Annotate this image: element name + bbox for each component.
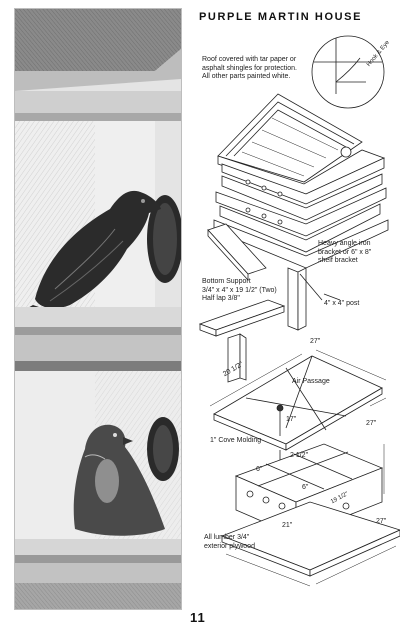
dim-27-top: 27" [310,338,321,345]
dim-6-b: 6" [302,484,309,491]
cove-molding-label: 1" Cove Molding [210,437,262,444]
roof-note: Roof covered with tar paper or asphalt s… [202,56,297,80]
purple-martin-illustration [14,8,182,610]
page-number: 11 [190,610,206,625]
construction-diagram [198,35,400,587]
dim-21: 21" [282,522,293,529]
dim-17: 17" [286,416,297,423]
lumber-note: All lumber 3/4" exterior plywood [204,534,255,550]
air-passage-label: Air Passage [292,378,330,385]
page-title: PURPLE MARTIN HOUSE [199,11,363,23]
bracket-label: Heavy angle iron bracket or 6" x 8" shel… [318,240,372,264]
post-label: 4" x 4" post [324,300,360,307]
dim-27-right: 27" [366,420,377,427]
bottom-support-label: Bottom Support 3/4" x 4" x 19 1/2" (Two)… [202,278,277,302]
dim-27-bottom: 27" [376,518,387,525]
dim-6-a: 6" [256,466,263,473]
dim-2-half: 2 1/2" [290,452,309,459]
